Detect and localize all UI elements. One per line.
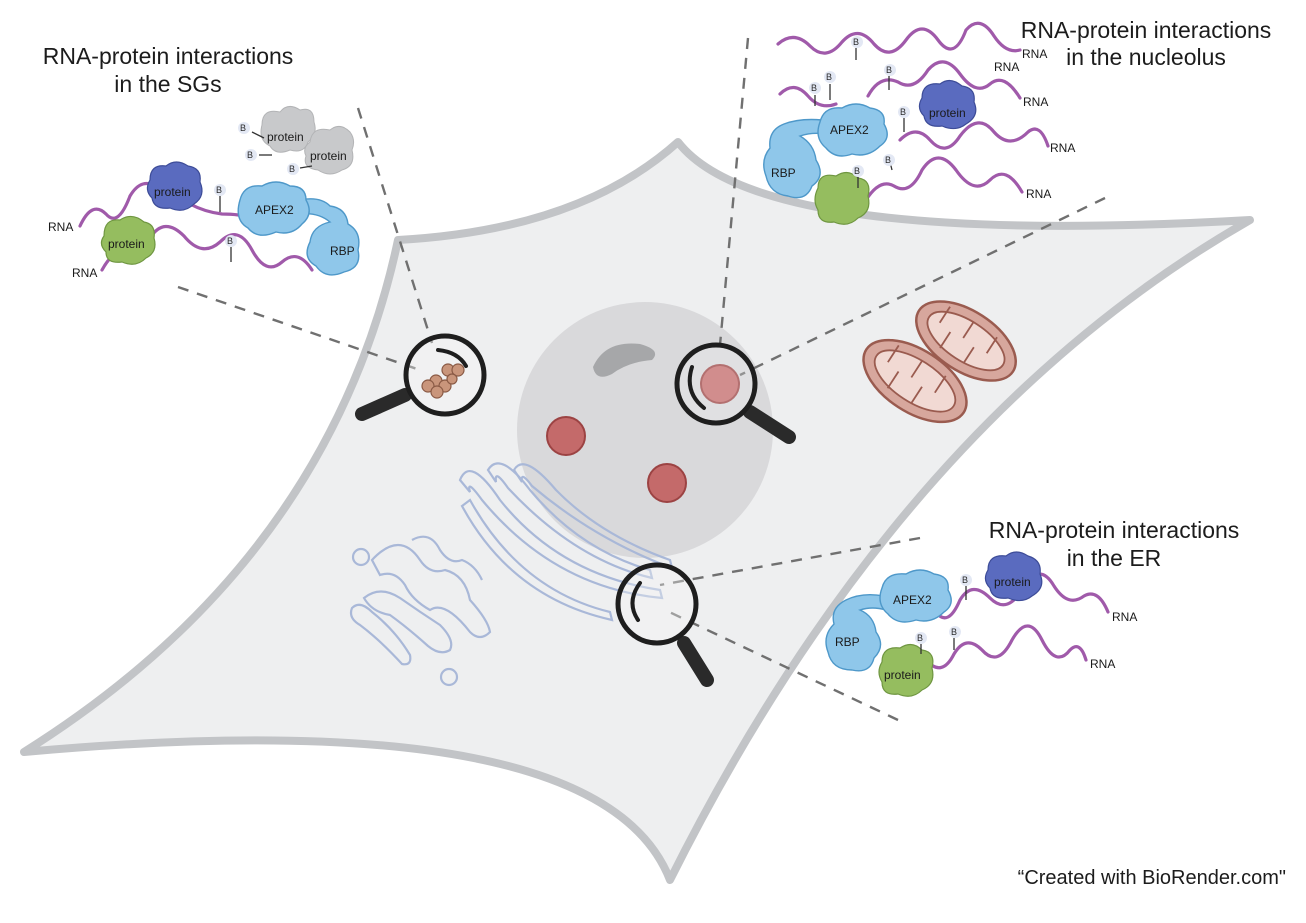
- zoom-line-sg: [177, 285, 421, 372]
- magnifier-er: [615, 562, 714, 687]
- nucleolus-panel-title: RNA-protein interactions: [1021, 17, 1272, 43]
- magnifier-nucleolus: [674, 342, 796, 444]
- rbp-label: RBP: [330, 244, 355, 258]
- rna-strand: [898, 121, 1050, 150]
- protein-blob: protein: [878, 643, 934, 697]
- svg-text:B: B: [811, 83, 817, 93]
- protein-blob: [814, 171, 870, 225]
- apex2-rbp-complex: APEX2 RBP: [825, 569, 952, 672]
- zoom-line-er: [659, 536, 921, 587]
- protein-blob: protein: [100, 215, 156, 265]
- rna-strand: [864, 156, 1024, 202]
- svg-text:B: B: [854, 166, 860, 176]
- er-panel-title: RNA-protein interactions: [989, 517, 1240, 543]
- rna-strand: [778, 85, 838, 108]
- nucleolus-panel-subtitle: in the nucleolus: [1066, 44, 1226, 70]
- svg-text:B: B: [240, 123, 246, 133]
- svg-text:B: B: [962, 575, 968, 585]
- protein-label: protein: [108, 237, 145, 251]
- biotin-tag: B: [225, 235, 237, 262]
- biotin-tag: B: [824, 71, 836, 100]
- svg-text:B: B: [826, 72, 832, 82]
- nucleolus: [647, 463, 687, 503]
- rbp-label: RBP: [771, 166, 796, 180]
- protein-blob: protein: [146, 161, 203, 211]
- protein-label: protein: [884, 668, 921, 682]
- svg-text:B: B: [917, 633, 923, 643]
- rna-strand: [866, 60, 1022, 100]
- rna-label: RNA: [72, 266, 97, 280]
- biotin-tag: B: [898, 106, 910, 132]
- rna-label: RNA: [1026, 187, 1051, 201]
- svg-text:B: B: [289, 164, 295, 174]
- biotin-tag: B: [214, 184, 226, 212]
- svg-text:B: B: [885, 155, 891, 165]
- rna-label: RNA: [1050, 141, 1075, 155]
- rna-label: RNA: [1090, 657, 1115, 671]
- biotin-tag: B: [960, 574, 972, 600]
- biotin-tag: B: [809, 82, 821, 106]
- mitochondrion: [915, 300, 1017, 382]
- apex2-rbp-complex: APEX2 RBP: [237, 181, 360, 276]
- apex2-label: APEX2: [893, 593, 932, 607]
- apex2-rbp-complex: APEX2 RBP: [763, 103, 888, 199]
- protein-blob: protein: [918, 79, 977, 130]
- biotin-tag: B: [883, 154, 895, 171]
- svg-text:B: B: [900, 107, 906, 117]
- nucleolus: [546, 416, 586, 456]
- svg-text:B: B: [227, 236, 233, 246]
- er-panel-subtitle: in the ER: [1067, 545, 1162, 571]
- sg-panel-subtitle: in the SGs: [114, 71, 221, 97]
- svg-text:B: B: [216, 185, 222, 195]
- endoplasmic-reticulum: [458, 462, 674, 622]
- zoom-line-sg: [356, 107, 434, 344]
- biotin-tag: B: [245, 149, 272, 161]
- magnifier-sg: [355, 333, 487, 421]
- svg-text:B: B: [853, 37, 859, 47]
- golgi-apparatus: [349, 535, 492, 687]
- protein-blob: protein: [260, 106, 316, 153]
- sg-panel-title: RNA-protein interactions: [43, 43, 294, 69]
- protein-blob: protein: [984, 551, 1043, 602]
- biotin-tag: B: [949, 626, 961, 650]
- svg-text:B: B: [247, 150, 253, 160]
- biotin-tag: B: [884, 64, 896, 90]
- protein-blob: protein: [304, 126, 355, 175]
- biotin-tag: B: [851, 36, 863, 60]
- protein-label: protein: [310, 149, 347, 163]
- rna-label: RNA: [1112, 610, 1137, 624]
- apex2-label: APEX2: [830, 123, 869, 137]
- rna-label: RNA: [1023, 95, 1048, 109]
- svg-text:B: B: [886, 65, 892, 75]
- protein-label: protein: [929, 106, 966, 120]
- nucleolus: [700, 364, 740, 404]
- zoom-line-er: [664, 608, 899, 722]
- mitochondrion: [862, 338, 968, 424]
- nucleus-dark-patch: [593, 343, 656, 377]
- apex2-label: APEX2: [255, 203, 294, 217]
- protein-label: protein: [267, 130, 304, 144]
- rna-label: RNA: [1022, 47, 1047, 61]
- biotin-tag: B: [852, 165, 864, 188]
- biotin-tag: B: [287, 163, 313, 175]
- zoom-line-nucleolus: [739, 196, 1106, 377]
- biotin-tag: B: [915, 632, 927, 654]
- credit-text: “Created with BioRender.com": [1018, 867, 1286, 889]
- biotin-tag: B: [238, 122, 265, 139]
- svg-text:B: B: [951, 627, 957, 637]
- stress-granule: [421, 363, 465, 399]
- rna-strand: [924, 624, 1088, 670]
- rna-strand: [776, 21, 1022, 55]
- rna-label: RNA: [48, 220, 73, 234]
- rbp-label: RBP: [835, 635, 860, 649]
- protein-label: protein: [154, 185, 191, 199]
- nucleus: [517, 302, 773, 558]
- rna-label: RNA: [994, 60, 1019, 74]
- protein-label: protein: [994, 575, 1031, 589]
